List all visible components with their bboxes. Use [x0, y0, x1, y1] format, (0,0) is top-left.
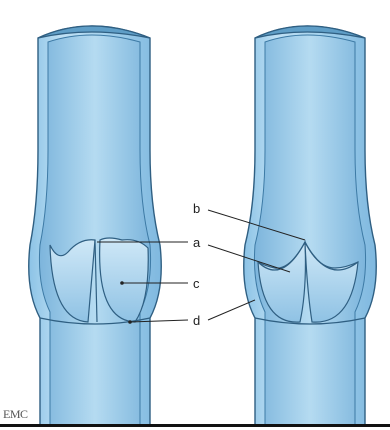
- right-vessel: [244, 26, 377, 425]
- label-a: a: [193, 235, 201, 250]
- label-b: b: [193, 201, 200, 216]
- callout-dot-c: [120, 281, 124, 285]
- label-d: d: [193, 313, 200, 328]
- callout-dot-d: [128, 320, 132, 324]
- left-vessel: [29, 26, 162, 425]
- leader-line-d-right: [208, 300, 255, 320]
- emc-logo: EMC: [3, 407, 28, 421]
- label-c: c: [193, 276, 200, 291]
- baseline-rule: [0, 424, 390, 427]
- left-vessel-lumen: [39, 35, 150, 425]
